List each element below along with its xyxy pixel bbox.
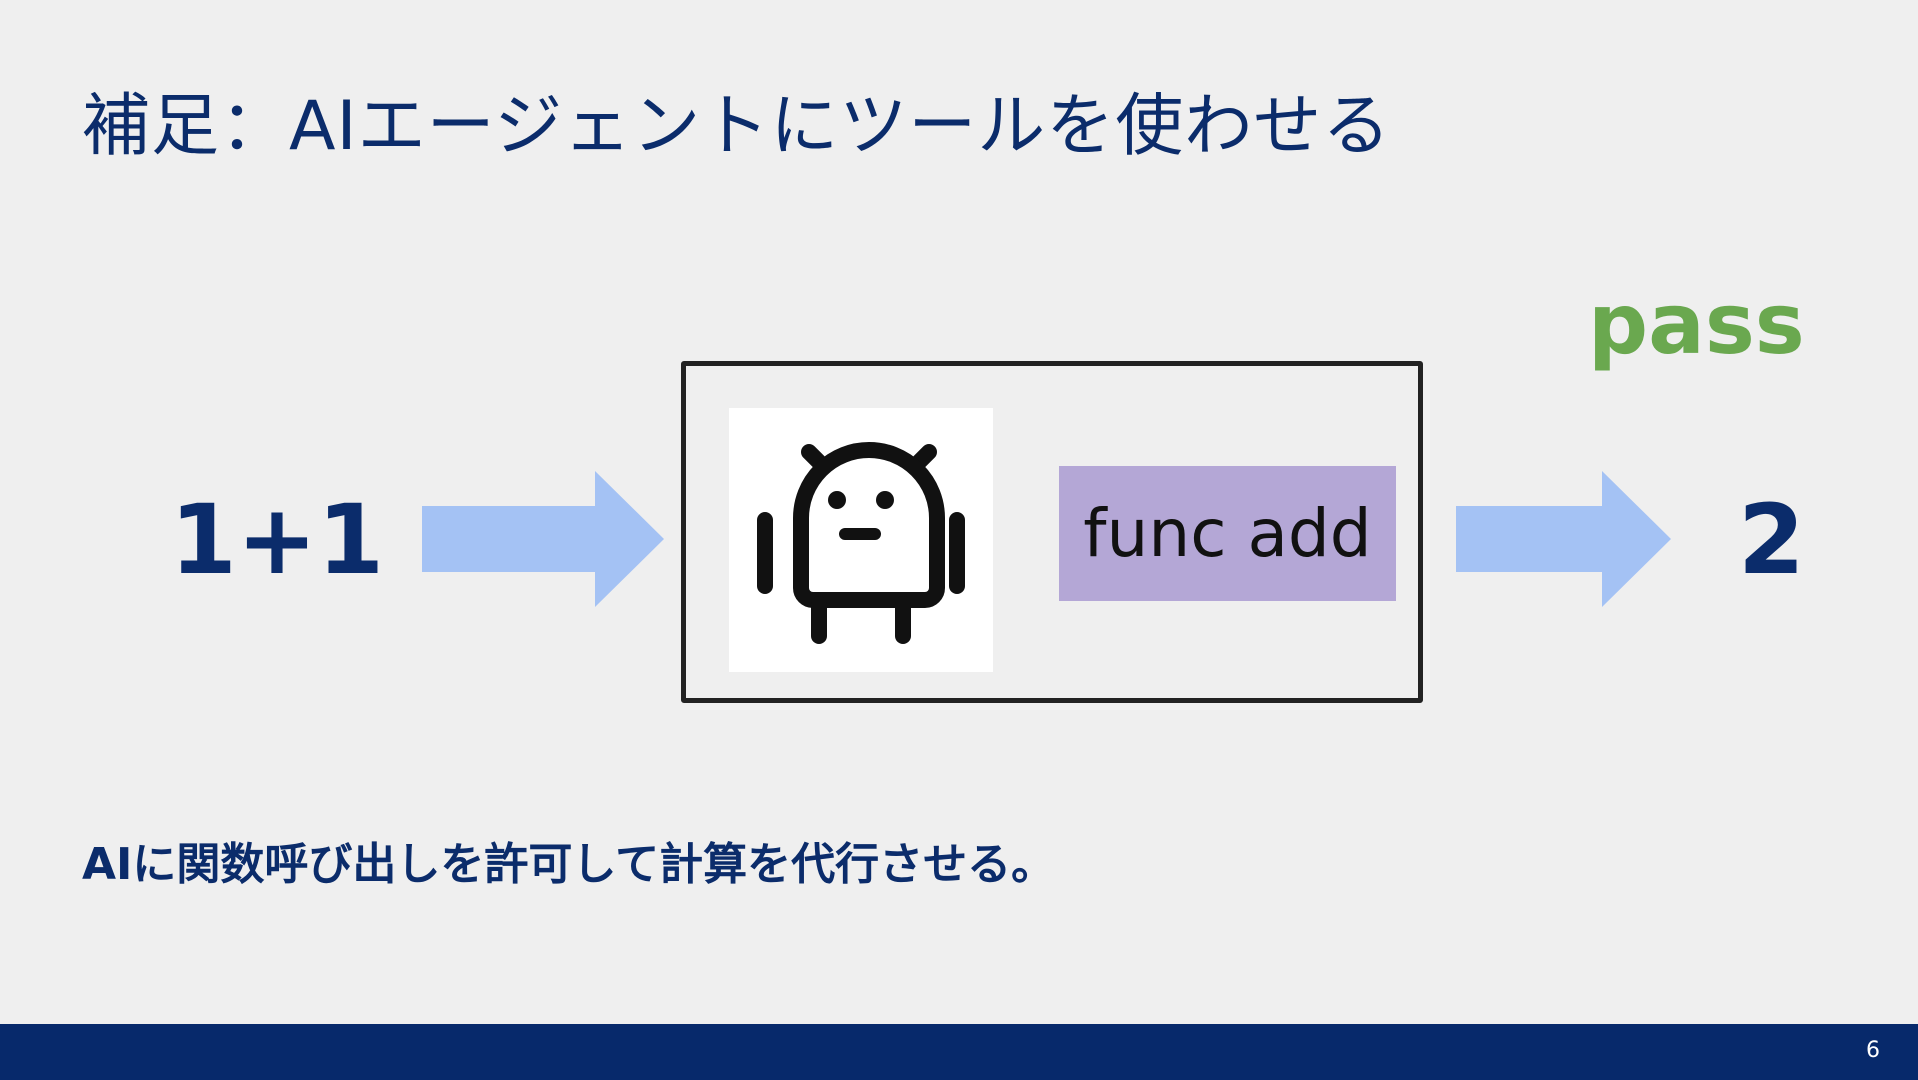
pass-label: pass bbox=[1588, 275, 1805, 373]
slide-title: 補足：AIエージェントにツールを使わせる bbox=[82, 87, 1392, 166]
footer-bar: 6 bbox=[0, 1024, 1918, 1080]
robot-icon bbox=[757, 442, 965, 644]
slide-caption: AIに関数呼び出しを許可して計算を代行させる。 bbox=[82, 839, 1056, 890]
robot-tile bbox=[729, 408, 993, 672]
page-number: 6 bbox=[1866, 1038, 1880, 1063]
output-value: 2 bbox=[1738, 484, 1805, 596]
input-arrow bbox=[422, 471, 664, 607]
agent-box bbox=[681, 361, 1423, 703]
tool-function-box: func add bbox=[1059, 466, 1396, 601]
tool-function-label: func add bbox=[1083, 495, 1372, 572]
input-expression: 1+1 bbox=[170, 484, 385, 596]
output-arrow bbox=[1456, 471, 1671, 607]
